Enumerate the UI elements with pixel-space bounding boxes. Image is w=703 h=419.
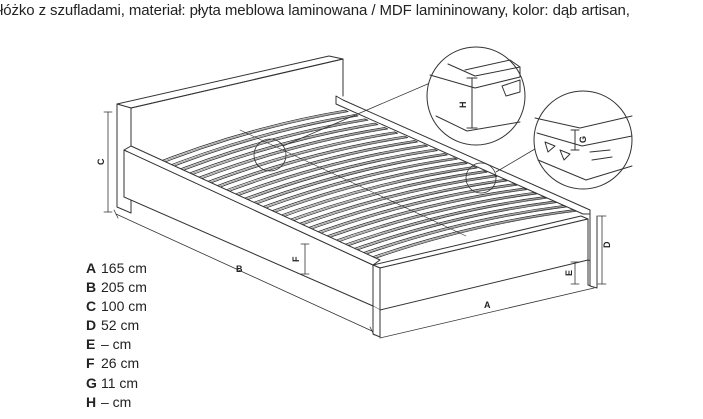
legs <box>372 213 598 338</box>
slat-grain <box>144 110 347 169</box>
legend-value: – cm <box>101 336 132 353</box>
slat-grain <box>345 201 555 253</box>
slat <box>314 187 528 242</box>
slat <box>295 179 508 234</box>
legend-row-d: D 52 cm <box>86 316 147 335</box>
slat-grain <box>259 162 466 217</box>
slat-grain <box>335 197 545 249</box>
slat-grain <box>239 154 446 209</box>
slat-grain <box>201 136 407 193</box>
legend-value: 165 cm <box>101 260 147 276</box>
legend-row-b: B 205 cm <box>86 278 147 297</box>
dimension-label-h: H <box>458 102 468 109</box>
detail-markers <box>253 79 541 194</box>
legend-key: A <box>86 260 97 276</box>
slat <box>362 209 577 262</box>
slat-group <box>142 109 577 262</box>
legend-key: H <box>86 393 97 410</box>
legend-row-g: G 11 cm <box>86 374 147 393</box>
dimension-label-a: A <box>484 300 491 310</box>
slat <box>286 174 498 230</box>
slat-grain <box>354 206 565 257</box>
dimension-label-e: E <box>564 270 574 276</box>
legend-key: D <box>86 317 97 334</box>
slat <box>247 157 458 214</box>
legend-row-a: A 165 cm <box>86 259 147 278</box>
legend-value: 52 cm <box>101 317 140 334</box>
legend-key: C <box>86 298 97 315</box>
slat <box>190 131 399 190</box>
slat-grain <box>220 145 426 201</box>
slat <box>276 170 488 226</box>
slat <box>334 196 547 250</box>
slat <box>161 118 369 178</box>
slat <box>142 109 349 170</box>
product-caption: łóżko z szufladami, materiał: płyta mebl… <box>0 2 630 19</box>
slat-grain <box>307 184 516 237</box>
slat <box>199 135 409 194</box>
legend-key: F <box>86 355 95 372</box>
legend-key: G <box>86 374 97 391</box>
slat-grain <box>278 171 486 225</box>
center-support-beam <box>239 129 467 237</box>
slat-grain <box>287 175 496 229</box>
dimension-lines <box>103 111 607 339</box>
slat <box>238 153 448 210</box>
slat-grain <box>364 210 575 261</box>
slat-grain <box>153 115 357 173</box>
detail-h-view <box>426 46 526 146</box>
slat-grain <box>230 149 436 205</box>
slat <box>219 144 428 202</box>
slat <box>209 140 418 198</box>
slat-grain <box>192 132 397 189</box>
slat-grain <box>316 188 526 241</box>
slat-grain <box>268 167 476 221</box>
slat <box>228 148 438 206</box>
legend-value: 100 cm <box>101 298 147 315</box>
legend-key: E <box>86 336 96 353</box>
slat-grain <box>297 180 506 233</box>
slat <box>266 166 478 222</box>
legend-row-f: F 26 cm <box>86 354 147 373</box>
legend-row-e: E – cm <box>86 335 147 354</box>
slat <box>305 183 518 238</box>
slat <box>324 192 537 246</box>
slat <box>180 127 389 186</box>
legend-value: 205 cm <box>101 279 147 296</box>
legend-value: 26 cm <box>101 355 140 372</box>
detail-g-view <box>533 90 633 190</box>
dimension-label-f: F <box>291 256 301 262</box>
dimension-legend: A 165 cm B 205 cm C 100 cm D 52 cm E – c… <box>86 259 147 412</box>
legend-row-h: H – cm <box>86 393 147 412</box>
dimension-label-d: D <box>602 241 612 248</box>
slat <box>257 161 468 218</box>
legend-key: B <box>86 279 97 296</box>
slat <box>343 200 557 254</box>
dimension-label-c: C <box>96 158 106 165</box>
legend-value: – cm <box>101 393 132 410</box>
slat <box>171 122 379 182</box>
footboard <box>372 215 589 311</box>
legend-row-c: C 100 cm <box>86 297 147 316</box>
slat-grain <box>326 193 536 245</box>
slat-grain <box>249 158 456 213</box>
slat <box>353 205 567 258</box>
slat-grain <box>211 141 417 197</box>
legend-value: 11 cm <box>101 374 139 391</box>
slat <box>151 114 359 174</box>
dimension-label-g: G <box>578 136 588 143</box>
dimension-label-b: B <box>236 264 243 274</box>
slat-grain <box>163 119 367 177</box>
